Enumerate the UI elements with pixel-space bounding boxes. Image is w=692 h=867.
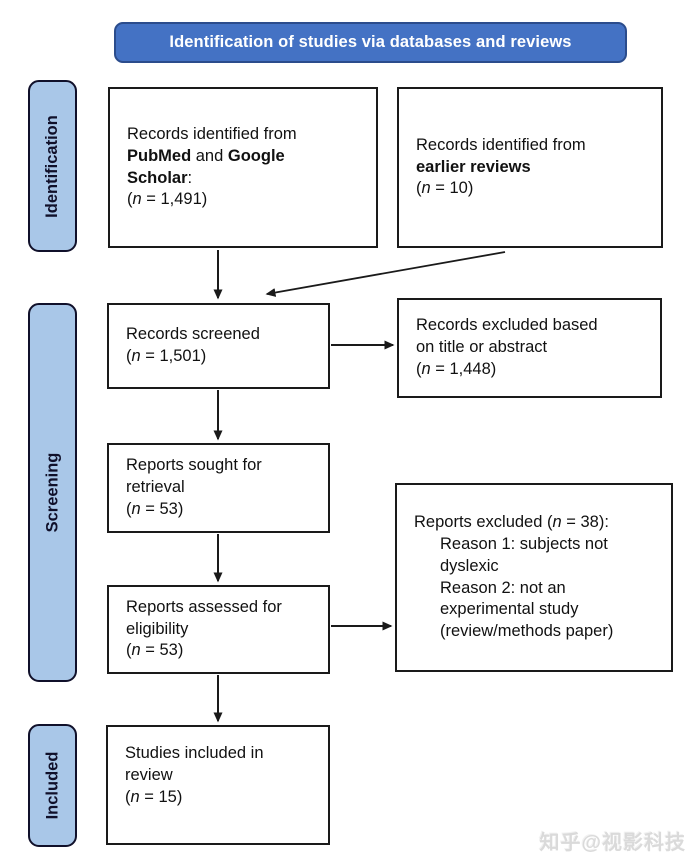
box-records-screened: Records screened(n = 1,501)	[107, 303, 330, 389]
stage-tab-included: Included	[28, 724, 77, 847]
box-records-screened-text: Records screened(n = 1,501)	[126, 325, 260, 365]
header-banner-title: Identification of studies via databases …	[169, 33, 572, 51]
stage-tab-included-label: Included	[43, 751, 61, 820]
stage-tab-screening-label: Screening	[43, 452, 61, 533]
stage-tab-identification: Identification	[28, 80, 77, 252]
box-reports-excluded-reasons: Reports excluded (n = 38): Reason 1: sub…	[395, 483, 673, 672]
stage-tab-screening: Screening	[28, 303, 77, 682]
box-reports-excluded-heading: Reports excluded (n = 38):	[414, 513, 609, 532]
header-banner: Identification of studies via databases …	[114, 22, 627, 63]
arrow-reviews-to-screened-icon	[265, 251, 506, 297]
watermark-text: 知乎@视影科技	[539, 832, 686, 854]
stage-tab-identification-label: Identification	[43, 114, 62, 218]
